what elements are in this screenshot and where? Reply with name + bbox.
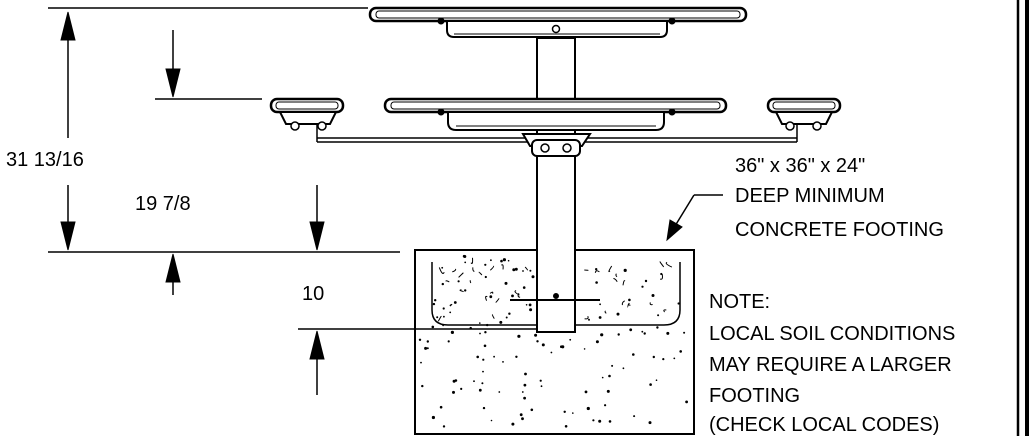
note-heading: NOTE: <box>709 291 770 313</box>
footing-leader <box>666 194 723 242</box>
callout-footing-line3: CONCRETE FOOTING <box>735 219 944 241</box>
note-line-4: (CHECK LOCAL CODES) <box>709 414 939 436</box>
dimension-label-embed-depth: 10 <box>302 283 324 305</box>
seat-support-arms <box>316 120 798 157</box>
dimension-seat-height <box>155 30 325 251</box>
callout-footing-line2: DEEP MINIMUM <box>735 185 885 207</box>
left-seat <box>269 97 345 131</box>
sheet-border <box>1016 0 1029 436</box>
note-line-3: FOOTING <box>709 385 800 407</box>
callout-footing-size: 36" x 36" x 24" <box>735 155 865 177</box>
center-seat <box>383 97 728 131</box>
note-line-2: MAY REQUIRE A LARGER <box>709 354 952 376</box>
concrete-speckle-texture <box>418 254 688 428</box>
table-top <box>368 6 748 38</box>
dimension-label-overall-height: 31 13/16 <box>6 149 84 171</box>
dimension-overall-height <box>48 7 400 253</box>
note-line-1: LOCAL SOIL CONDITIONS <box>709 323 955 345</box>
dimension-label-seat-height: 19 7/8 <box>135 193 191 215</box>
right-seat <box>766 97 842 131</box>
dimension-embed-depth <box>165 253 537 395</box>
